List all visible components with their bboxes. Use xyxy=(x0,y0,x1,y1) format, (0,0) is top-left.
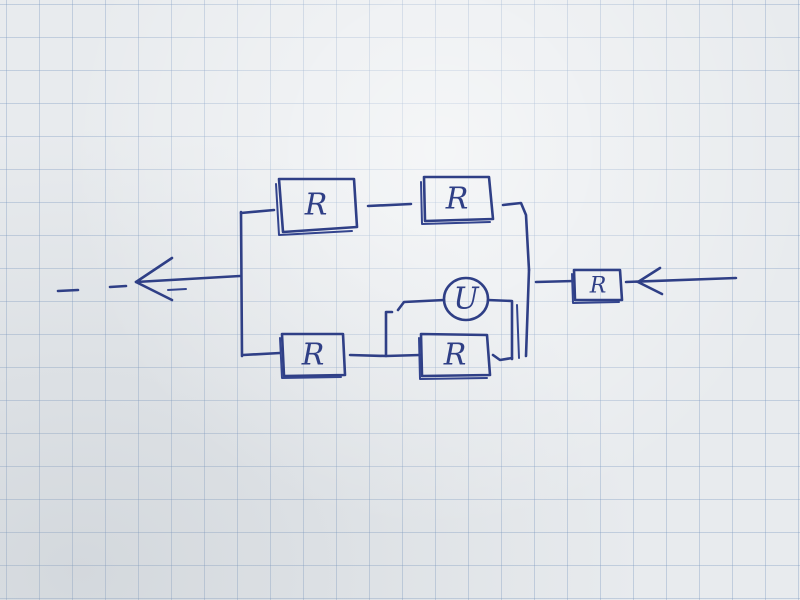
top-branch-right-wire xyxy=(501,201,531,272)
resistor-top-right-label: R xyxy=(445,182,469,217)
right-bus-input-wire xyxy=(534,279,576,284)
resistor-bottom-right-shadow xyxy=(418,337,488,380)
resistor-bottom-left-label: R xyxy=(301,338,325,373)
output-arrow-tail xyxy=(167,288,187,291)
left-bus-top-stub xyxy=(239,208,276,215)
output-lead xyxy=(56,256,242,302)
resistor-bottom-left-shadow xyxy=(279,337,342,379)
right-bus-wire xyxy=(524,268,531,358)
input-resistor-shadow xyxy=(571,273,620,304)
output-dash-1 xyxy=(56,288,80,293)
top-branch xyxy=(275,175,531,272)
output-wire xyxy=(134,274,242,284)
resistor-top-right xyxy=(422,175,495,223)
right-bus xyxy=(524,266,738,358)
voltmeter-right-wire xyxy=(486,298,514,361)
input-arrow-icon xyxy=(636,266,664,296)
resistor-bottom-left xyxy=(280,332,347,378)
bottom-branch-wire-2 xyxy=(384,353,422,358)
left-bus xyxy=(239,208,282,358)
top-branch-wire xyxy=(366,202,413,208)
output-arrow-icon xyxy=(134,256,174,302)
voltmeter-right-wire-2 xyxy=(516,304,520,359)
resistor-top-left-shadow xyxy=(275,183,353,236)
voltmeter-loop xyxy=(396,276,520,361)
resistor-top-left-label: R xyxy=(304,188,328,223)
input-resistor-label: R xyxy=(589,274,607,299)
bottom-branch-wire xyxy=(348,310,394,358)
resistor-bottom-right xyxy=(419,332,492,378)
output-dash-2 xyxy=(108,284,128,289)
voltmeter-label: U xyxy=(453,282,480,317)
left-bus-bottom-stub xyxy=(241,351,282,357)
input-wire xyxy=(624,276,738,284)
bottom-branch-right-wire xyxy=(491,353,514,362)
bottom-branch xyxy=(279,310,514,380)
resistor-bottom-right-label: R xyxy=(443,338,467,373)
resistor-top-left xyxy=(277,177,359,234)
left-bus-wire xyxy=(239,210,244,358)
input-resistor xyxy=(572,268,624,302)
resistor-top-right-shadow xyxy=(420,181,491,225)
voltmeter-left-wire xyxy=(396,298,446,312)
